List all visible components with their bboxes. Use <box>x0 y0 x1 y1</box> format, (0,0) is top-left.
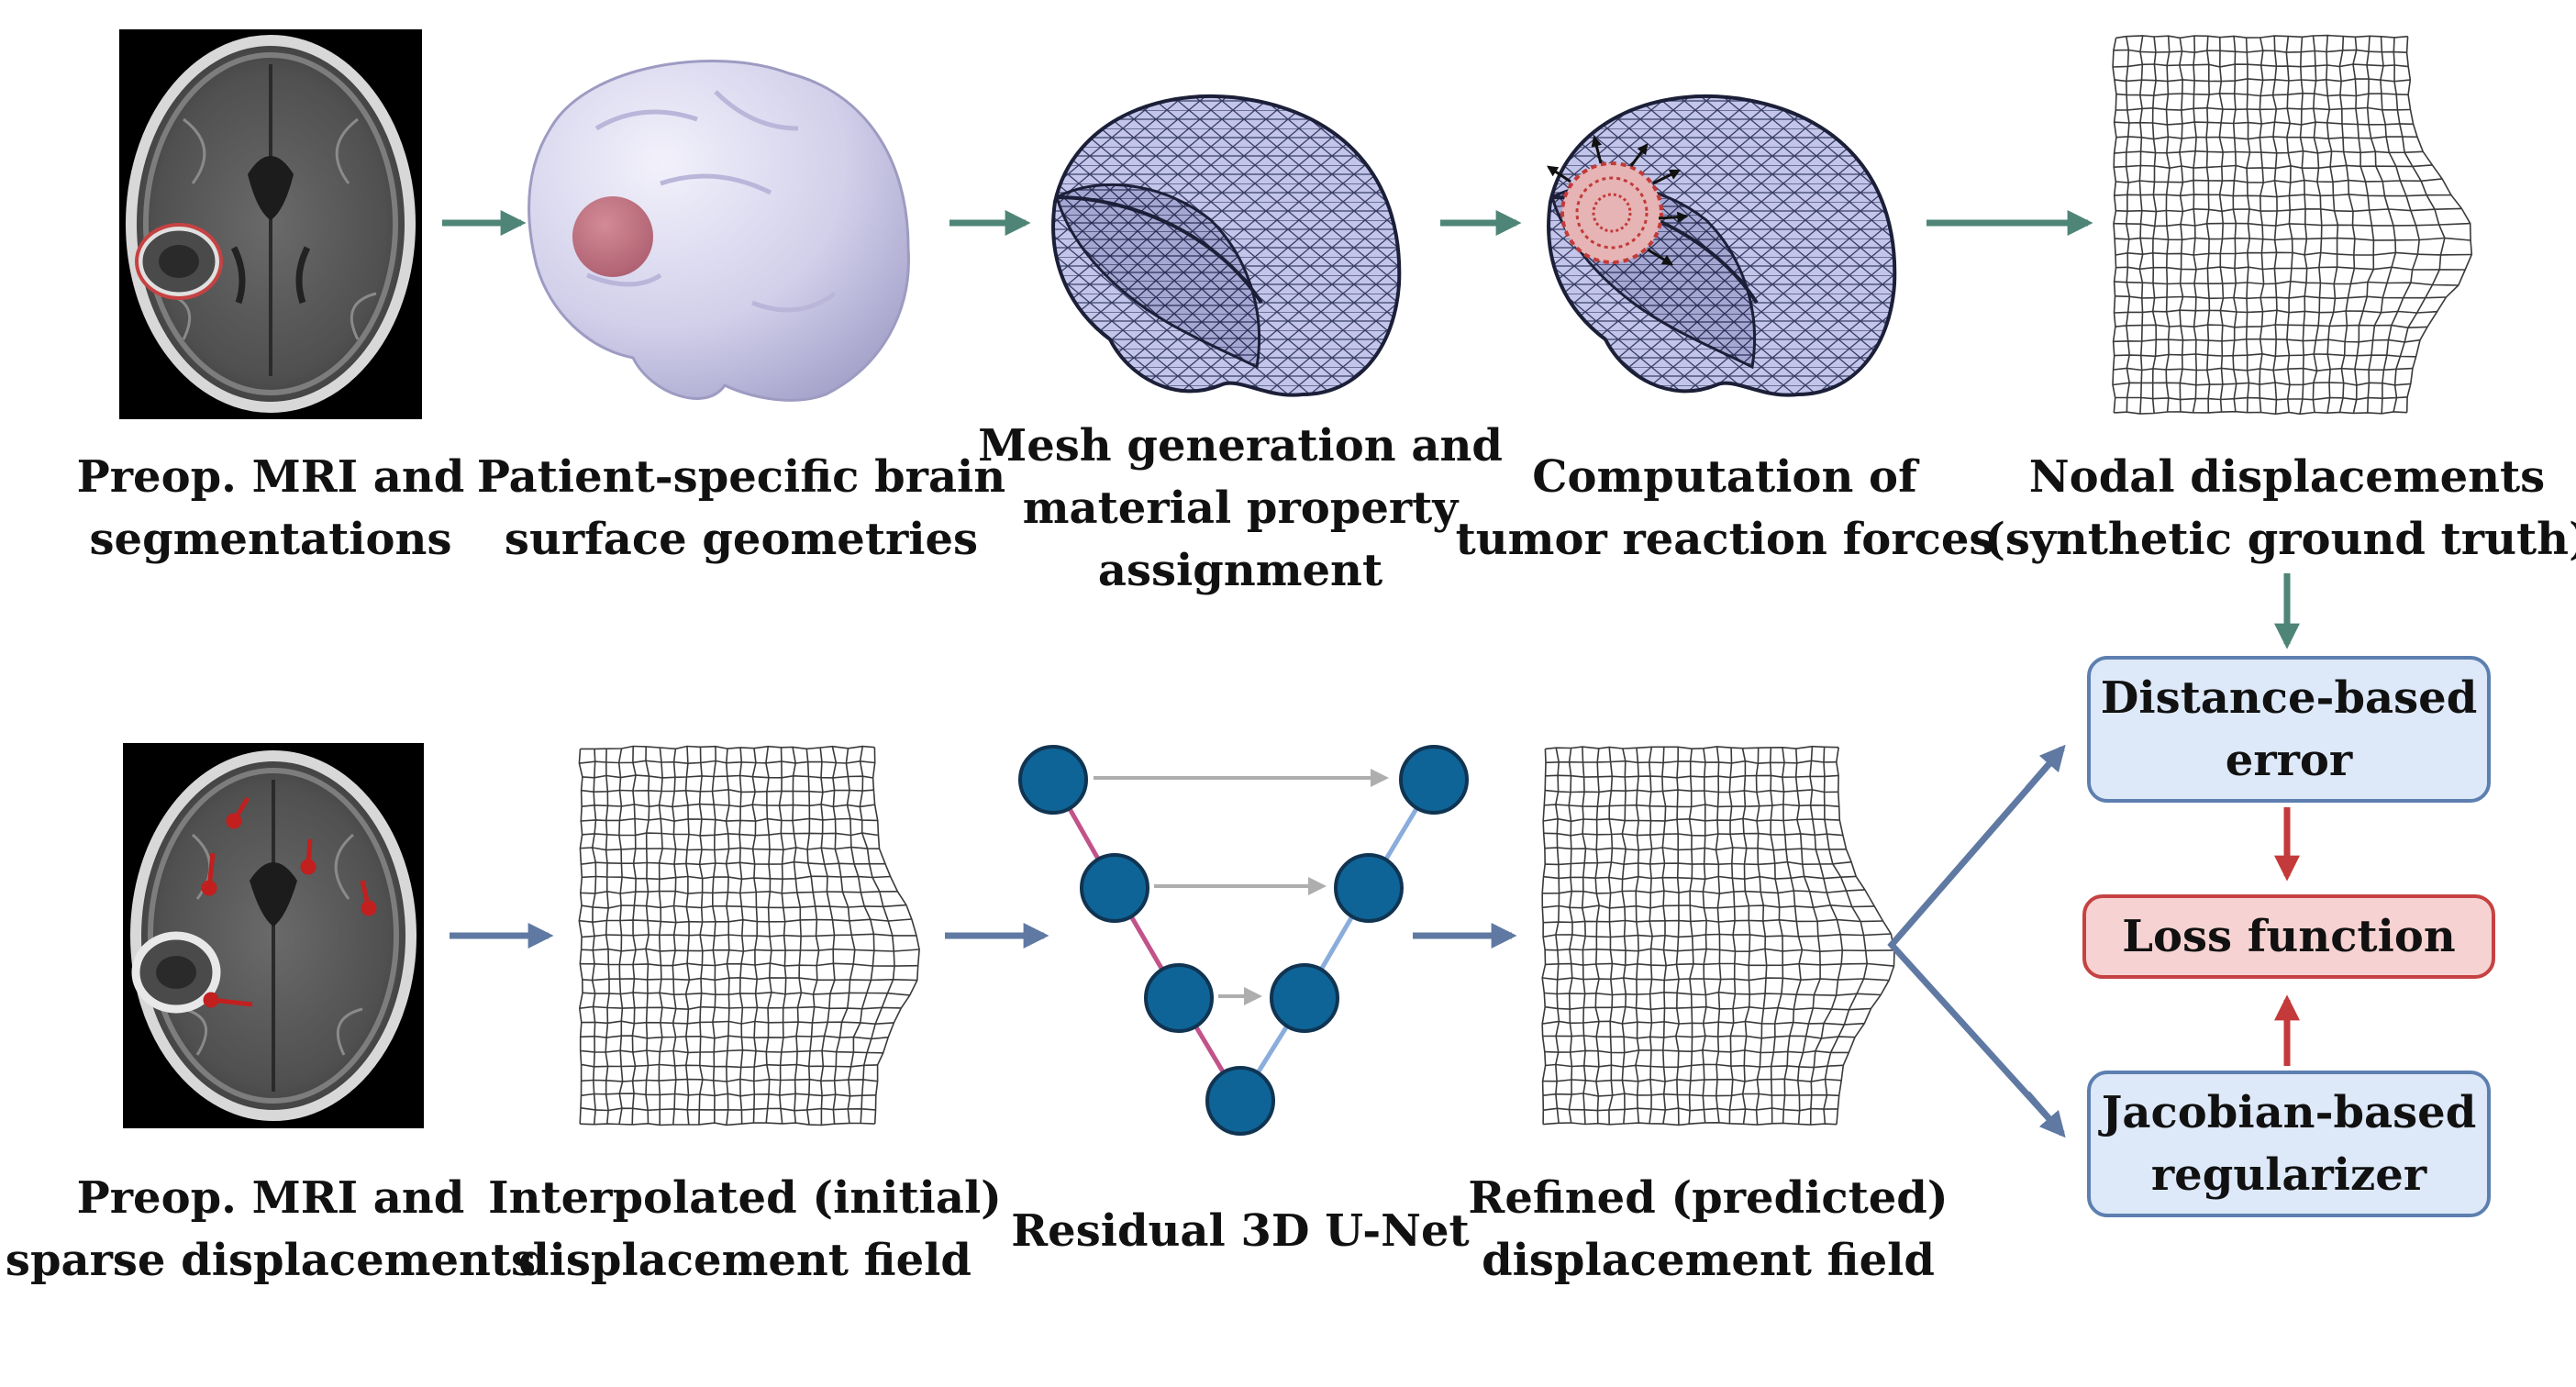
bottom-arrows <box>450 744 2300 1138</box>
caption-line: Nodal displacements <box>2028 451 2546 503</box>
loss-function-box: Loss function <box>2082 894 2495 979</box>
distance-error-box: Distance-based error <box>2087 656 2491 803</box>
caption-nodal-displacements: Nodal displacements (synthetic ground tr… <box>1984 446 2576 571</box>
caption-line: displacement field <box>518 1235 972 1286</box>
caption-line: Computation of <box>1532 451 1917 503</box>
caption-line: Mesh generation and <box>978 420 1503 472</box>
caption-line: Preop. MRI and <box>76 1172 465 1224</box>
caption-line: Refined (predicted) <box>1468 1172 1949 1224</box>
caption-line: Patient-specific brain <box>476 451 1006 503</box>
fork-arrow-down-head <box>2025 1091 2066 1138</box>
caption-line: sparse displacements <box>5 1235 537 1286</box>
mri-slice-icon <box>123 743 424 1128</box>
top-arrows <box>442 210 2300 649</box>
caption-line: assignment <box>1097 545 1383 596</box>
unet-node-enc-1 <box>1018 745 1088 815</box>
fork-arrow <box>1887 749 2062 1133</box>
deformation-grid-icon <box>2112 34 2473 416</box>
caption-refined-field: Refined (predicted) displacement field <box>1468 1167 1948 1292</box>
decoder-edges <box>1238 778 1437 1103</box>
unet-node-enc-2 <box>1080 853 1149 923</box>
unet-node-dec-3 <box>1270 963 1339 1033</box>
caption-line: segmentations <box>89 514 452 565</box>
mri-slice-icon <box>119 29 422 419</box>
encoder-edges <box>1050 778 1243 1103</box>
deformation-grid-icon <box>1541 745 1895 1126</box>
caption-unet: Residual 3D U-Net <box>1011 1200 1469 1262</box>
box-line: Loss function <box>2122 911 2456 962</box>
caption-line: material property <box>1022 483 1459 534</box>
box-line: Distance-based <box>2100 672 2478 724</box>
caption-brain-surface: Patient-specific brain surface geometrie… <box>477 446 1005 571</box>
caption-line: Interpolated (initial) <box>488 1172 1002 1224</box>
caption-interpolated-field: Interpolated (initial) displacement fiel… <box>488 1167 1002 1292</box>
caption-line: displacement field <box>1482 1235 1935 1286</box>
unet-node-dec-1 <box>1399 745 1469 815</box>
unet-graph-icon <box>1018 745 1469 1136</box>
caption-reaction-forces: Computation of tumor reaction forces <box>1456 446 1994 571</box>
unet-node-dec-2 <box>1334 853 1404 923</box>
fork-arrow-up-head <box>2025 744 2066 792</box>
skip-connections <box>1094 769 1389 1005</box>
caption-preop-sparse: Preop. MRI and sparse displacements <box>6 1167 536 1292</box>
caption-preop-segmentations: Preop. MRI and segmentations <box>77 446 465 571</box>
brain-mesh-icon <box>1547 94 1897 397</box>
caption-line: Residual 3D U-Net <box>1011 1205 1470 1257</box>
box-line: regularizer <box>2150 1149 2427 1201</box>
deformation-grid-icon <box>578 745 920 1126</box>
unet-node-enc-3 <box>1144 963 1214 1033</box>
caption-mesh-generation: Mesh generation and material property as… <box>978 415 1503 602</box>
brain-mesh-icon <box>1051 94 1402 397</box>
jacobian-regularizer-box: Jacobian-based regularizer <box>2087 1071 2491 1217</box>
brain-surface-icon <box>527 60 910 402</box>
caption-line: (synthetic ground truth) <box>1984 514 2576 565</box>
box-line: Jacobian-based <box>2101 1087 2477 1138</box>
caption-line: surface geometries <box>504 514 979 565</box>
box-line: error <box>2225 735 2353 786</box>
unet-node-bottleneck <box>1205 1066 1275 1136</box>
caption-line: tumor reaction forces <box>1455 514 1994 565</box>
caption-line: Preop. MRI and <box>76 451 465 503</box>
sparse-displacement-marks <box>201 796 377 1008</box>
